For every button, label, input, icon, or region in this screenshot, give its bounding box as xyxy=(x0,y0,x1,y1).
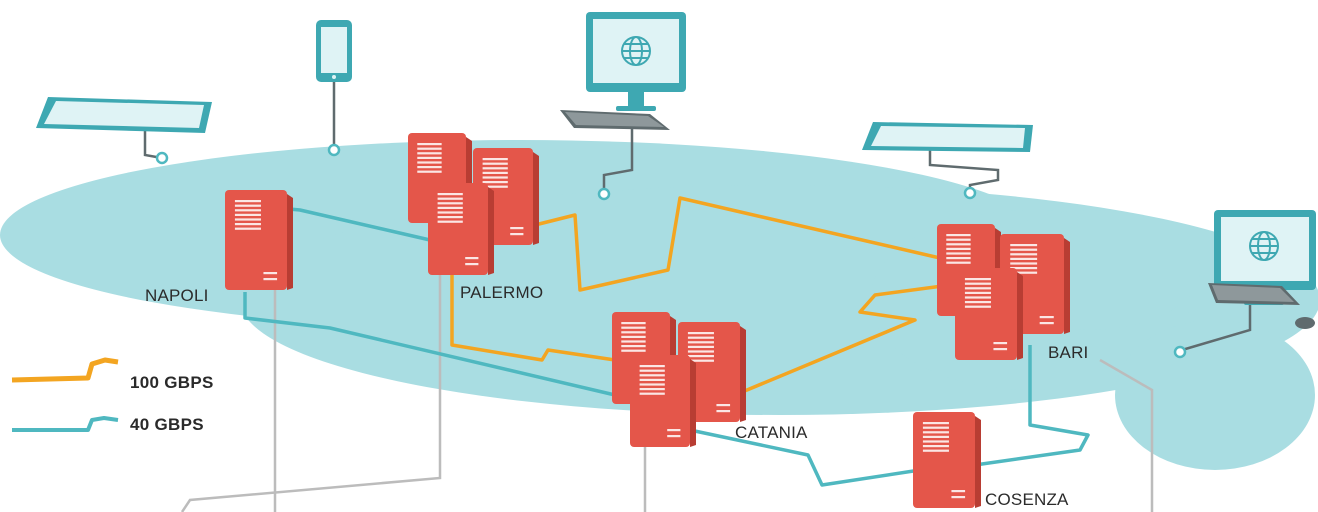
link-palermo-catania xyxy=(450,270,616,362)
connector-dot xyxy=(155,151,169,165)
connector-dots xyxy=(155,143,1187,359)
node-label-napoli: NAPOLI xyxy=(145,286,209,305)
globe-icon xyxy=(621,36,651,66)
server-icon xyxy=(913,412,981,508)
node-label-bari: BARI xyxy=(1048,343,1088,362)
link-palermo-east xyxy=(534,196,941,292)
connector-dot xyxy=(963,186,977,200)
monitor-screen xyxy=(1221,217,1309,281)
connector-dot xyxy=(1173,345,1187,359)
connector-monitor-top xyxy=(602,128,634,192)
legend-swatch-100gbps xyxy=(11,357,119,383)
connector-dot xyxy=(327,143,341,157)
monitor-base xyxy=(616,106,656,111)
link-napoli-catania xyxy=(243,292,616,397)
node-label-catania: CATANIA xyxy=(735,423,808,442)
node-label-cosenza: COSENZA xyxy=(985,490,1069,509)
server-icon xyxy=(428,183,494,275)
legend-label-40gbps: 40 GBPS xyxy=(130,415,204,434)
globe-icon xyxy=(1249,231,1279,261)
tablet-icon xyxy=(36,97,212,133)
desktop-computer-right xyxy=(1208,210,1316,329)
keyboard-icon xyxy=(1208,283,1300,305)
link-catania-cosenza xyxy=(689,428,921,487)
mouse-icon xyxy=(1295,317,1315,329)
monitor-stand xyxy=(628,92,644,106)
server-icon xyxy=(955,268,1023,360)
link-catania-bari xyxy=(734,283,951,397)
connector-dot xyxy=(597,187,611,201)
drop-line xyxy=(1099,358,1154,512)
connector-monitor-right xyxy=(1181,305,1252,352)
server-icon xyxy=(678,322,746,422)
tablet-screen xyxy=(44,101,204,128)
desktop-computer-top xyxy=(560,12,686,130)
cloud-shape xyxy=(1115,320,1315,470)
tablet-icon xyxy=(862,122,1033,152)
server-icon xyxy=(225,190,293,290)
keyboard-icon xyxy=(560,110,670,130)
server-icon xyxy=(630,355,696,447)
drop-lines xyxy=(180,275,1154,512)
tablet-screen xyxy=(871,126,1025,148)
phone-button xyxy=(332,75,336,79)
node-label-palermo: PALERMO xyxy=(460,283,543,302)
phone-icon xyxy=(316,20,352,82)
links-100gbps xyxy=(450,196,951,397)
connector-tablet-right xyxy=(928,150,1000,192)
phone-screen xyxy=(321,27,347,73)
link-cosenza-bari xyxy=(974,345,1090,467)
legend-swatch-40gbps xyxy=(12,416,119,432)
legend: 100 GBPS 40 GBPS xyxy=(11,357,214,434)
drop-line xyxy=(180,275,442,512)
servers xyxy=(225,133,1070,508)
legend-label-100gbps: 100 GBPS xyxy=(130,373,214,392)
